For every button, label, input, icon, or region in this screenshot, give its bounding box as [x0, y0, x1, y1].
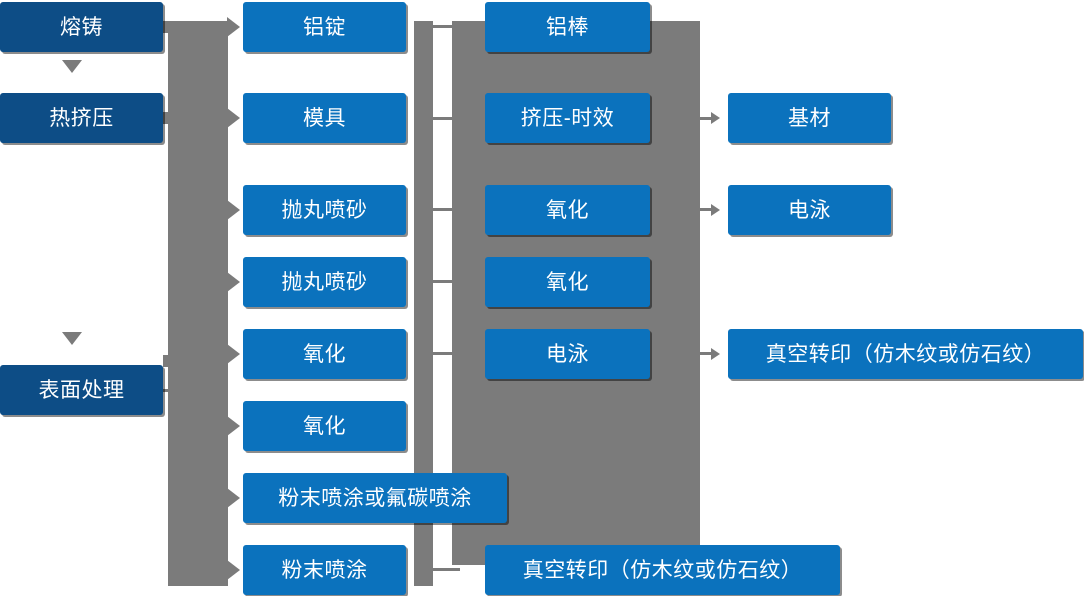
connector-stub-melting: [163, 21, 173, 33]
stage-node-hot-extrusion[interactable]: 热挤压: [0, 93, 163, 143]
connector-tie-row-4: [428, 280, 460, 283]
connector-rail-mid-upper: [414, 21, 433, 314]
connector-stem-to-substrate: [700, 117, 712, 120]
connector-stem-to-vacuum-transfer: [700, 352, 712, 355]
arrow-to-shotblast-1: [227, 200, 240, 220]
process-node-oxidation-4[interactable]: 氧化: [485, 257, 650, 307]
connector-stub-surface-treatment: [163, 389, 193, 392]
process-node-vacuum-transfer-bottom[interactable]: 真空转印（仿木纹或仿石纹）: [485, 545, 840, 595]
connector-tie-row-3: [428, 208, 460, 211]
connector-tie-row-2: [428, 117, 460, 120]
connector-tie-row-5: [428, 352, 460, 355]
process-node-mold[interactable]: 模具: [243, 93, 406, 143]
stage-node-surface-treatment[interactable]: 表面处理: [0, 365, 163, 415]
connector-stem-to-electrophoresis: [700, 208, 712, 211]
output-node-substrate[interactable]: 基材: [728, 93, 891, 143]
output-node-electrophoresis[interactable]: 电泳: [728, 185, 891, 235]
arrow-to-substrate: [711, 112, 720, 124]
connector-stub-hot-extrusion: [163, 112, 173, 124]
arrow-to-shotblast-2: [227, 272, 240, 292]
process-node-electrophoresis-mid[interactable]: 电泳: [485, 329, 650, 379]
arrow-to-mold: [227, 108, 240, 128]
process-node-powder-or-fluorocarbon-spray[interactable]: 粉末喷涂或氟碳喷涂: [243, 473, 507, 523]
arrow-to-oxidation-2: [227, 416, 240, 436]
process-node-oxidation-1[interactable]: 氧化: [243, 329, 406, 379]
process-node-oxidation-3[interactable]: 氧化: [485, 185, 650, 235]
process-node-shotblast-2[interactable]: 抛丸喷砂: [243, 257, 406, 307]
arrow-down-melting-to-extrusion: [62, 60, 82, 73]
process-node-aluminium-bar[interactable]: 铝棒: [485, 2, 650, 52]
arrow-to-powder-or-fluorocarbon: [227, 488, 240, 508]
stage-node-melting[interactable]: 熔铸: [0, 2, 163, 52]
arrow-to-powder-coating: [227, 560, 240, 580]
process-node-extrusion-aging[interactable]: 挤压-时效: [485, 93, 650, 143]
process-node-aluminium-ingot[interactable]: 铝锭: [243, 2, 406, 52]
process-node-shotblast-1[interactable]: 抛丸喷砂: [243, 185, 406, 235]
arrow-to-oxidation-1: [227, 344, 240, 364]
connector-tie-row-1: [414, 25, 460, 28]
connector-trunk-left-upper: [168, 21, 228, 586]
arrow-down-extrusion-to-surface: [62, 332, 82, 345]
process-node-powder-spray[interactable]: 粉末喷涂: [243, 545, 406, 595]
connector-surface-notch: [163, 355, 171, 367]
arrow-to-vacuum-transfer: [711, 348, 720, 360]
connector-tie-row-6: [428, 568, 460, 571]
output-node-vacuum-transfer[interactable]: 真空转印（仿木纹或仿石纹）: [728, 329, 1083, 379]
process-node-oxidation-2[interactable]: 氧化: [243, 401, 406, 451]
arrow-to-electrophoresis: [711, 204, 720, 216]
arrow-to-ingot: [227, 17, 240, 37]
